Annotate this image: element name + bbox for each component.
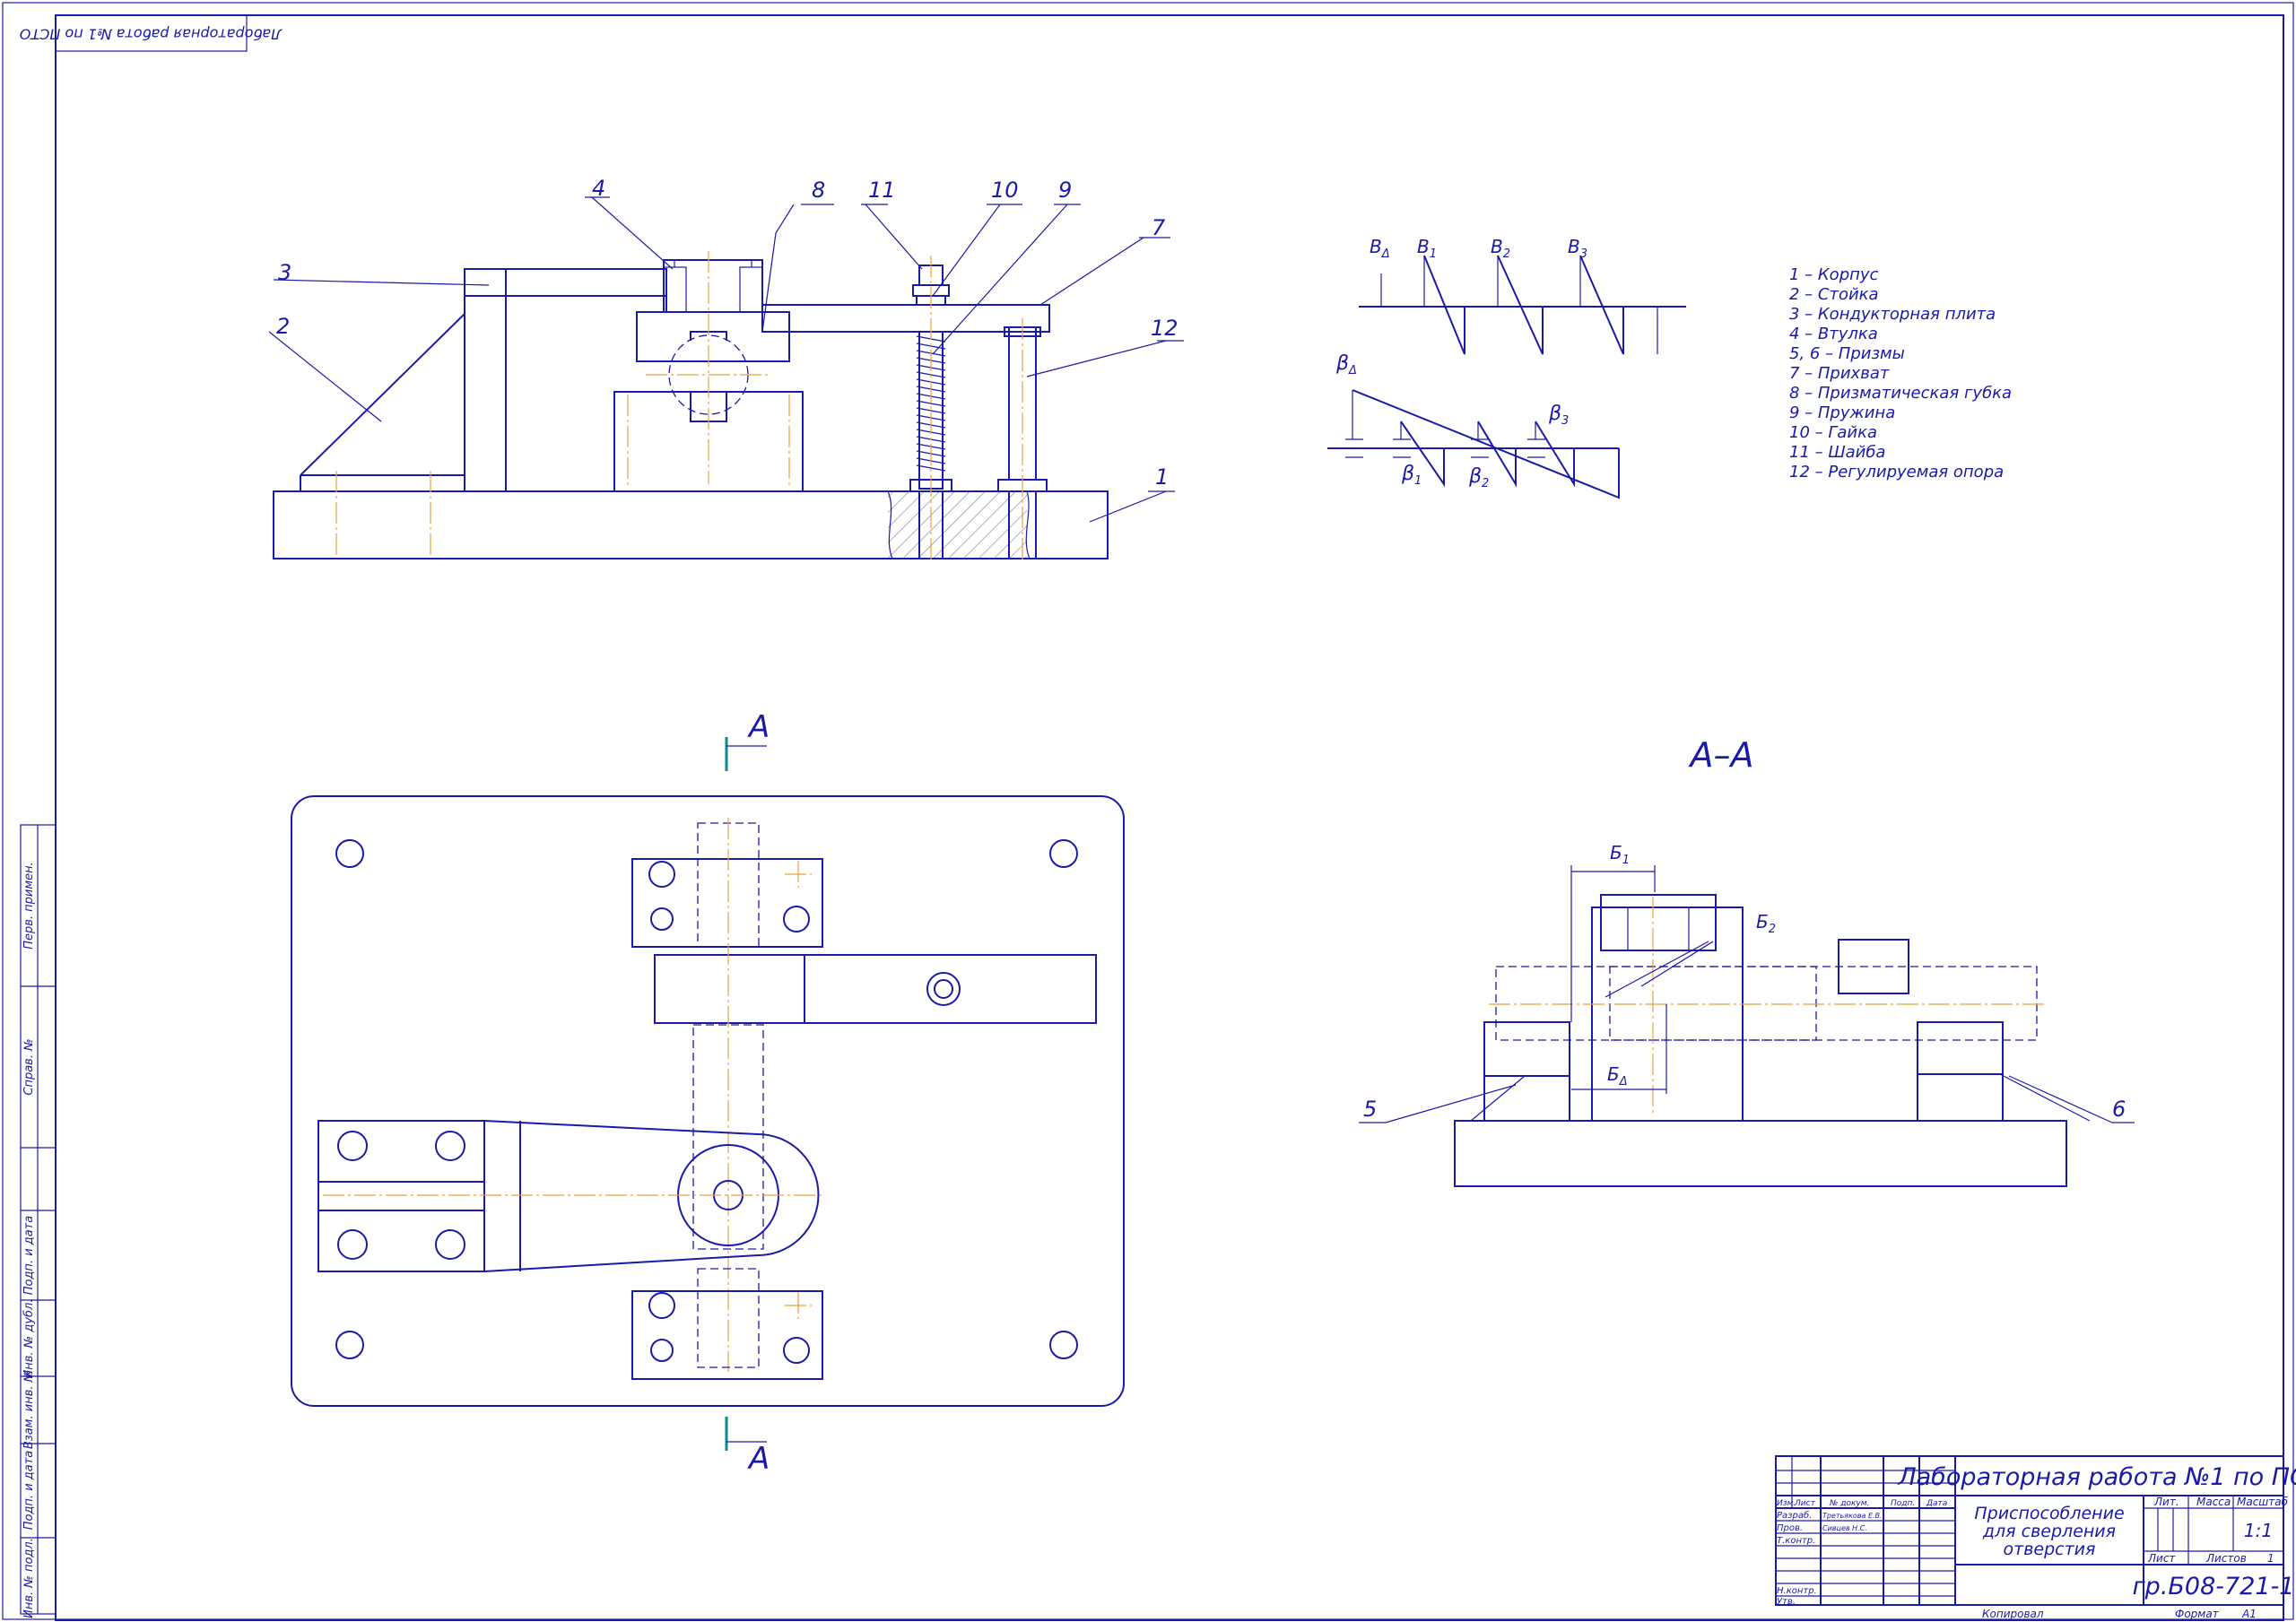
callout-1: 1 xyxy=(1155,464,1169,490)
tb-format: Формат xyxy=(2175,1608,2220,1620)
parts-list-item: 1 – Корпус xyxy=(1789,265,1879,284)
side-vzam-inv: Взам. инв. № xyxy=(22,1370,36,1449)
callout-2: 2 xyxy=(276,314,290,339)
tb-sheet: Лист xyxy=(2147,1552,2176,1565)
label-b-delta: BΔ xyxy=(1370,236,1390,261)
tb-row-prov: Пров. xyxy=(1777,1523,1803,1533)
parts-list: 1 – Корпус 2 – Стойка 3 – Кондукторная п… xyxy=(1789,265,2012,481)
error-diagrams xyxy=(1327,255,1686,499)
tb-col-data: Дата xyxy=(1926,1499,1947,1508)
tb-row-tkontr: Т.контр. xyxy=(1777,1536,1815,1546)
tb-code: гр.Б08-721-1 xyxy=(2133,1573,2295,1600)
label-b1: B1 xyxy=(1417,236,1437,261)
label-b2: B2 xyxy=(1491,236,1510,261)
callout-6: 6 xyxy=(2112,1097,2126,1122)
parts-list-item: 9 – Пружина xyxy=(1789,403,1895,422)
side-sprav-no: Справ. № xyxy=(22,1038,36,1095)
tb-title: Лабораторная работа №1 по ПСТО xyxy=(1897,1463,2296,1491)
side-podp-data-2: Подп. и дата xyxy=(22,1451,36,1531)
tb-format-value: A1 xyxy=(2241,1608,2257,1620)
tb-col-doc: № докум. xyxy=(1829,1499,1869,1508)
tb-lit: Лит. xyxy=(2153,1496,2179,1508)
parts-list-item: 10 – Гайка xyxy=(1789,423,1877,442)
parts-list-item: 5, 6 – Призмы xyxy=(1789,344,1905,363)
top-stamp: Лабораторная работа №1 по ПСТО xyxy=(20,14,283,52)
label-dim-b1: Б1 xyxy=(1610,842,1630,867)
title-block: Изм. Лист № докум. Подп. Дата Разраб. Тр… xyxy=(1775,1455,2296,1620)
tb-col-list: Лист xyxy=(1794,1499,1816,1508)
tb-scale-value: 1:1 xyxy=(2244,1520,2273,1541)
parts-list-item: 11 – Шайба xyxy=(1789,443,1885,462)
plan-view: A A xyxy=(291,709,1125,1477)
tb-razrab-name: Третьякова Е.В. xyxy=(1822,1512,1883,1520)
side-inv-dubl: Инв. № дубл. xyxy=(22,1299,36,1379)
tb-name-line1: Приспособление xyxy=(1974,1504,2124,1523)
label-beta1: β1 xyxy=(1401,463,1422,488)
section-title: A–A xyxy=(1688,735,1754,775)
callout-10: 10 xyxy=(991,178,1019,203)
tb-sheets: Листов xyxy=(2205,1552,2247,1565)
tb-row-nkontr: Н.контр. xyxy=(1777,1586,1817,1596)
label-dim-b2: Б2 xyxy=(1756,911,1776,936)
callout-4: 4 xyxy=(592,176,605,201)
parts-list-item: 7 – Прихват xyxy=(1789,364,1890,383)
tb-name-line2: для сверления xyxy=(1982,1522,2116,1541)
tb-col-podp: Подп. xyxy=(1891,1499,1915,1508)
tb-masshtab: Масштаб xyxy=(2237,1496,2289,1508)
top-stamp-text: Лабораторная работа №1 по ПСТО xyxy=(20,26,283,43)
label-dim-bd: БΔ xyxy=(1607,1063,1628,1089)
section-mark-top: A xyxy=(747,709,770,745)
side-stamp: Перв. примен. Справ. № Подп. и дата Инв.… xyxy=(20,824,57,1618)
label-beta-delta: βΔ xyxy=(1335,352,1357,377)
callout-3: 3 xyxy=(278,260,291,285)
label-beta3: β3 xyxy=(1548,403,1569,428)
callout-labels: 1 2 3 4 5 6 7 8 9 10 11 12 xyxy=(276,176,2126,1122)
side-perv-primen: Перв. примен. xyxy=(22,862,36,950)
callout-12: 12 xyxy=(1151,316,1178,341)
front-view xyxy=(268,196,1184,560)
parts-list-item: 8 – Призматическая губка xyxy=(1789,384,2012,403)
side-podp-data-1: Подп. и дата xyxy=(22,1216,36,1296)
tb-col-izm: Изм. xyxy=(1777,1499,1796,1508)
tb-prov-name: Сивцев Н.С. xyxy=(1822,1524,1867,1532)
tb-row-utv: Утв. xyxy=(1777,1597,1796,1607)
side-inv-podl: Инв. № подл. xyxy=(22,1538,36,1618)
label-b3: B3 xyxy=(1568,236,1587,261)
tb-kopiroval: Копировал xyxy=(1982,1608,2044,1620)
parts-list-item: 3 – Кондукторная плита xyxy=(1789,305,1996,324)
parts-list-item: 12 – Регулируемая опора xyxy=(1789,463,2004,481)
section-mark-bottom: A xyxy=(747,1441,770,1477)
tb-massa: Масса xyxy=(2196,1496,2231,1508)
tb-name-line3: отверстия xyxy=(2004,1540,2096,1559)
callout-9: 9 xyxy=(1058,178,1072,203)
parts-list-item: 4 – Втулка xyxy=(1789,325,1878,343)
tb-sheets-value: 1 xyxy=(2267,1552,2274,1565)
callout-5: 5 xyxy=(1363,1097,1377,1122)
front-leaders xyxy=(268,196,1184,523)
tb-row-razrab: Разраб. xyxy=(1777,1510,1812,1521)
callout-11: 11 xyxy=(868,178,896,203)
diagram-labels: BΔ B1 B2 B3 βΔ β1 β2 β3 Б1 Б2 БΔ xyxy=(1335,236,1776,1089)
callout-8: 8 xyxy=(812,178,825,203)
label-beta2: β2 xyxy=(1468,465,1489,490)
callout-7: 7 xyxy=(1152,215,1166,240)
section-view: A–A xyxy=(1359,735,2135,1187)
parts-list-item: 2 – Стойка xyxy=(1789,285,1879,304)
